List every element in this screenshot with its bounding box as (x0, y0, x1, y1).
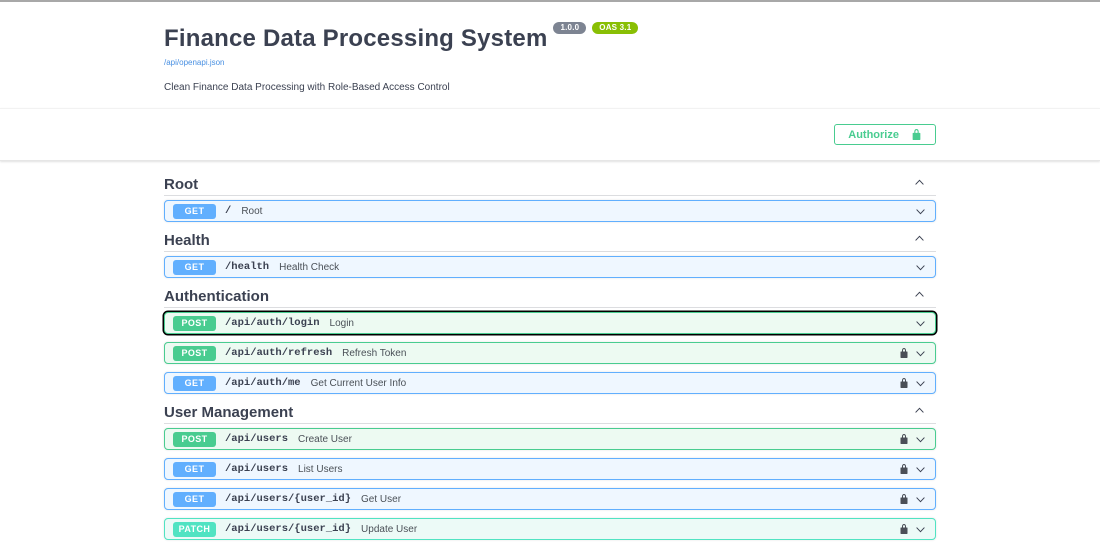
operation-path: /api/users (225, 433, 289, 446)
operation-row[interactable]: PATCH /api/users/{user_id} Update User (164, 518, 936, 541)
operation-summary: Create User (298, 433, 352, 445)
section-header[interactable]: Root (164, 174, 936, 197)
version-badge: 1.0.0 (553, 22, 587, 35)
operation-path: /api/auth/login (225, 317, 320, 330)
operation-path: /api/auth/refresh (225, 347, 333, 360)
chevron-down-icon[interactable] (914, 261, 927, 274)
operation-path: /api/users/{user_id} (225, 493, 352, 506)
operation-row[interactable]: POST /api/users Create User (164, 428, 936, 451)
operation-list: POST /api/users Create User GET /api/use… (164, 428, 936, 541)
lock-icon[interactable] (899, 347, 909, 359)
operation-list: POST /api/auth/login Login POST /api/aut… (164, 312, 936, 395)
section-title: User Management (164, 404, 294, 422)
method-badge: GET (173, 375, 216, 391)
api-description: Clean Finance Data Processing with Role-… (164, 82, 450, 94)
operation-row-controls (899, 523, 927, 536)
operation-row[interactable]: GET /api/auth/me Get Current User Info (164, 372, 936, 395)
operation-list: GET /health Health Check (164, 256, 936, 279)
operation-path: / (225, 205, 232, 218)
method-badge: GET (173, 461, 216, 477)
api-section-root: Root GET / Root (164, 174, 936, 223)
section-header[interactable]: Authentication (164, 286, 936, 309)
chevron-down-icon[interactable] (914, 523, 927, 536)
method-badge: PATCH (173, 521, 216, 537)
chevron-down-icon[interactable] (914, 377, 927, 390)
lock-icon[interactable] (899, 433, 909, 445)
authorize-button-label: Authorize (848, 128, 899, 141)
operation-list: GET / Root (164, 200, 936, 223)
operation-summary: Get Current User Info (310, 377, 407, 389)
operation-row-controls (899, 347, 927, 360)
operation-path: /api/users/{user_id} (225, 523, 352, 536)
lock-icon[interactable] (899, 523, 909, 535)
chevron-up-icon[interactable] (913, 232, 926, 250)
section-title: Health (164, 232, 210, 250)
sections: Root GET / Root Health (164, 161, 936, 541)
operation-row-controls (899, 493, 927, 506)
section-header[interactable]: User Management (164, 402, 936, 425)
api-section-health: Health GET /health Health Check (164, 230, 936, 279)
lock-icon[interactable] (899, 493, 909, 505)
operation-summary: Get User (361, 493, 402, 505)
operation-row[interactable]: POST /api/auth/login Login (164, 312, 936, 335)
operation-summary: Update User (361, 523, 418, 535)
lock-icon (911, 128, 922, 141)
chevron-up-icon[interactable] (913, 288, 926, 306)
method-badge: GET (173, 491, 216, 507)
chevron-down-icon[interactable] (914, 347, 927, 360)
operation-summary: Login (329, 317, 354, 329)
operation-summary: Refresh Token (342, 347, 407, 359)
operation-path: /api/users (225, 463, 289, 476)
chevron-down-icon[interactable] (914, 493, 927, 506)
operation-row[interactable]: GET / Root (164, 200, 936, 223)
operation-row[interactable]: POST /api/auth/refresh Refresh Token (164, 342, 936, 365)
operation-summary: List Users (298, 463, 343, 475)
chevron-up-icon[interactable] (913, 404, 926, 422)
operation-row[interactable]: GET /health Health Check (164, 256, 936, 279)
lock-icon[interactable] (899, 463, 909, 475)
operation-summary: Root (241, 205, 263, 217)
operation-summary: Health Check (279, 261, 340, 273)
lock-icon[interactable] (899, 377, 909, 389)
chevron-down-icon[interactable] (914, 317, 927, 330)
page-title: Finance Data Processing System 1.0.0 OAS 3… (164, 22, 936, 52)
method-badge: GET (173, 259, 216, 275)
operation-row-controls (914, 261, 927, 274)
operation-row-controls (899, 377, 927, 390)
operation-row[interactable]: GET /api/users/{user_id} Get User (164, 488, 936, 511)
operation-row-controls (899, 463, 927, 476)
method-badge: POST (173, 345, 216, 361)
operation-path: /health (225, 261, 270, 274)
chevron-up-icon[interactable] (913, 176, 926, 194)
chevron-down-icon[interactable] (914, 205, 927, 218)
section-title: Root (164, 176, 199, 194)
method-badge: POST (173, 431, 216, 447)
window-top-edge (0, 0, 1100, 2)
operation-row[interactable]: GET /api/users List Users (164, 458, 936, 481)
openapi-spec-link[interactable]: /api/openapi.json (164, 58, 225, 68)
api-info-section: Finance Data Processing System 1.0.0 OAS 3… (0, 2, 1100, 108)
authorize-button[interactable]: Authorize (834, 124, 936, 146)
operation-row-controls (914, 205, 927, 218)
page-title-text: Finance Data Processing System (164, 25, 548, 52)
oas-badge: OAS 3.1 (592, 22, 639, 35)
chevron-down-icon[interactable] (914, 463, 927, 476)
operation-row-controls (899, 433, 927, 446)
chevron-down-icon[interactable] (914, 433, 927, 446)
scheme-container: Authorize (0, 108, 1100, 162)
method-badge: POST (173, 315, 216, 331)
api-section-user-management: User Management POST /api/users Create U… (164, 402, 936, 541)
section-header[interactable]: Health (164, 230, 936, 253)
operation-row-controls (914, 317, 927, 330)
api-section-authentication: Authentication POST /api/auth/login Logi… (164, 286, 936, 395)
operation-path: /api/auth/me (225, 377, 301, 390)
section-title: Authentication (164, 288, 269, 306)
method-badge: GET (173, 203, 216, 219)
